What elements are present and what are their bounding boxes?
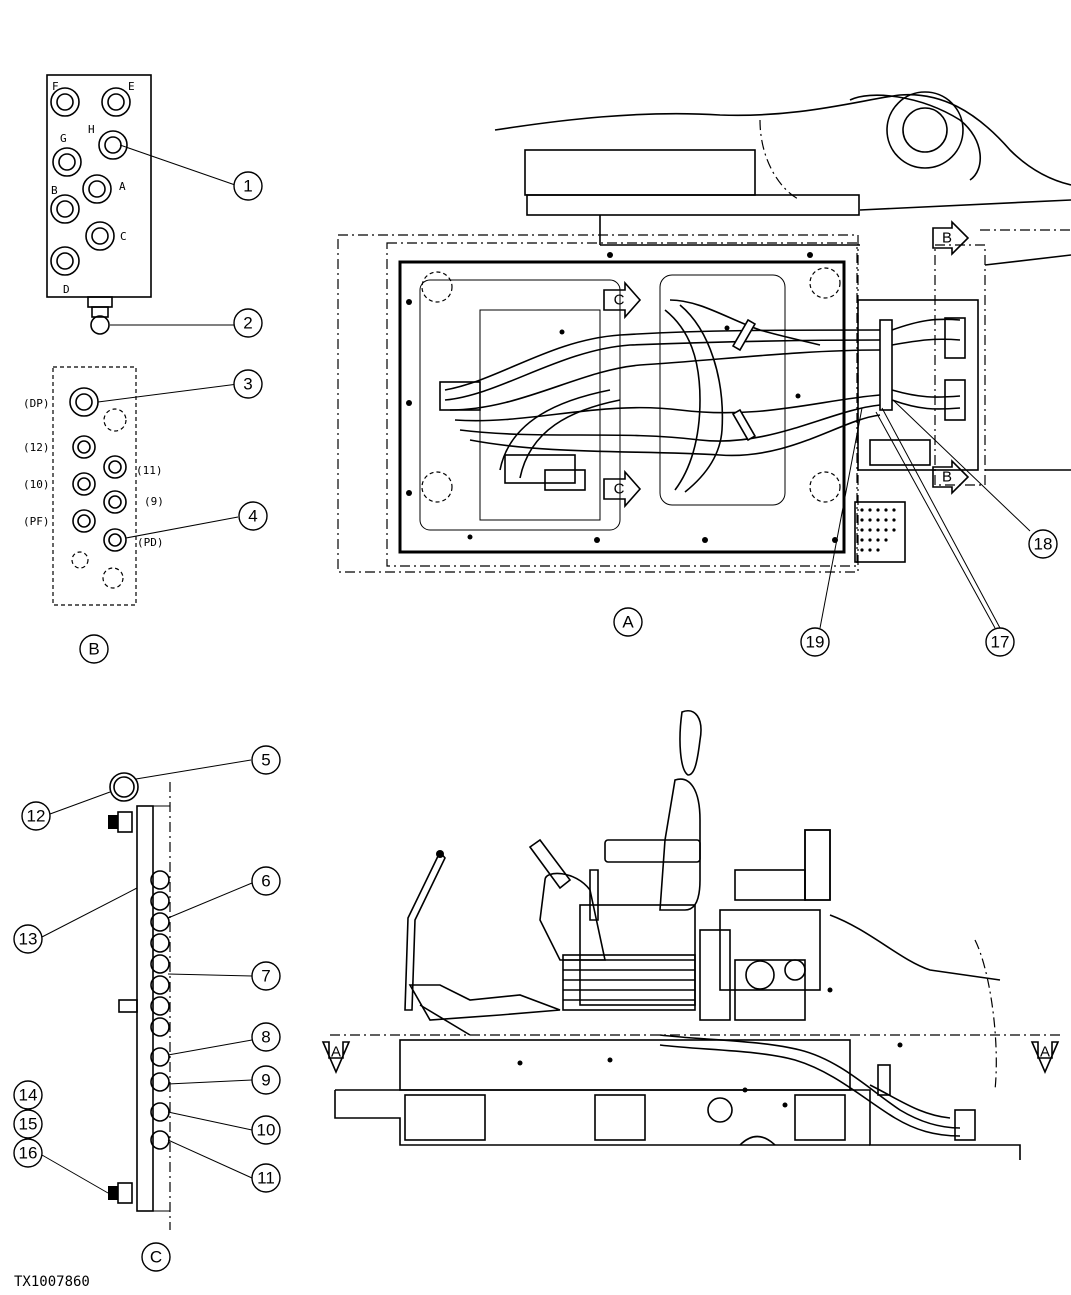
port-label-b: B — [51, 184, 58, 197]
view-c-strip — [39, 759, 253, 1230]
callout-18: 18 — [1028, 529, 1058, 559]
section-arrow-c-lower: C — [603, 469, 642, 509]
svg-text:12: 12 — [27, 807, 46, 826]
callout-9: 9 — [251, 1065, 281, 1095]
svg-text:19: 19 — [806, 633, 825, 652]
view-label-b: B — [79, 634, 109, 664]
section-arrow-b-lower: B — [932, 459, 970, 495]
callout-8: 8 — [251, 1022, 281, 1052]
svg-text:A: A — [622, 613, 634, 632]
grille-dots — [860, 508, 896, 552]
section-arrow-a-left: A — [321, 1041, 351, 1075]
figure-id: TX1007860 — [14, 1274, 90, 1290]
svg-text:17: 17 — [991, 633, 1010, 652]
svg-text:6: 6 — [261, 872, 270, 891]
callout-1: 1 — [233, 171, 263, 201]
view-label-a: A — [613, 607, 643, 637]
port-label-d: D — [63, 283, 70, 296]
svg-text:A: A — [331, 1044, 341, 1061]
callout-10: 10 — [251, 1115, 281, 1145]
section-arrow-a-right: A — [1030, 1041, 1060, 1075]
view-label-c: C — [141, 1242, 171, 1272]
svg-text:4: 4 — [248, 507, 257, 526]
svg-text:A: A — [1040, 1044, 1050, 1061]
fitting-label-12: (12) — [23, 441, 50, 454]
callout-11: 11 — [251, 1163, 281, 1193]
port-label-c: C — [120, 230, 127, 243]
svg-text:13: 13 — [19, 930, 38, 949]
callout-15: 15 — [13, 1109, 43, 1139]
callout-4: 4 — [238, 501, 268, 531]
view-a-plan: C C B B — [337, 91, 1071, 629]
svg-text:14: 14 — [19, 1086, 38, 1105]
callout-6: 6 — [251, 866, 281, 896]
svg-text:C: C — [614, 481, 625, 498]
section-arrow-c-upper: C — [603, 280, 642, 320]
fitting-label-dp: (DP) — [23, 397, 50, 410]
svg-text:B: B — [942, 230, 952, 247]
callout-14: 14 — [13, 1080, 43, 1110]
callout-12: 12 — [21, 801, 51, 831]
svg-text:18: 18 — [1034, 535, 1053, 554]
svg-text:7: 7 — [261, 967, 270, 986]
fitting-label-pf: (PF) — [23, 515, 50, 528]
port-label-g: G — [60, 132, 67, 145]
svg-text:2: 2 — [243, 314, 252, 333]
fitting-label-10: (10) — [23, 478, 50, 491]
svg-text:C: C — [150, 1248, 162, 1267]
callout-5: 5 — [251, 745, 281, 775]
svg-text:15: 15 — [19, 1115, 38, 1134]
view-b-fitting-block: (DP) (12) (11) (10) (9) (PF) (PD) — [23, 366, 239, 606]
port-label-h: H — [88, 123, 95, 136]
callout-3: 3 — [233, 369, 263, 399]
callout-2: 2 — [233, 308, 263, 338]
svg-text:B: B — [942, 469, 952, 486]
callout-16: 16 — [13, 1138, 43, 1168]
fitting-label-9: (9) — [144, 495, 164, 508]
callout-13: 13 — [13, 924, 43, 954]
callout-7: 7 — [251, 961, 281, 991]
fitting-label-11: (11) — [136, 464, 163, 477]
svg-text:3: 3 — [243, 375, 252, 394]
svg-text:9: 9 — [261, 1071, 270, 1090]
callout-17: 17 — [985, 627, 1015, 657]
svg-text:16: 16 — [19, 1144, 38, 1163]
port-label-a: A — [119, 180, 126, 193]
svg-text:8: 8 — [261, 1028, 270, 1047]
section-arrow-b-upper: B — [932, 220, 970, 256]
svg-text:B: B — [88, 640, 99, 659]
svg-text:C: C — [614, 292, 625, 309]
side-elevation: A A — [321, 710, 1060, 1160]
pilot-manifold: F E G H A B C D — [46, 74, 239, 335]
svg-text:10: 10 — [257, 1121, 276, 1140]
fitting-label-pd: (PD) — [137, 536, 164, 549]
svg-text:5: 5 — [261, 751, 270, 770]
svg-text:11: 11 — [257, 1169, 275, 1188]
port-label-f: F — [52, 80, 59, 93]
callout-19: 19 — [800, 627, 830, 657]
svg-text:1: 1 — [243, 177, 252, 196]
port-label-e: E — [128, 80, 135, 93]
